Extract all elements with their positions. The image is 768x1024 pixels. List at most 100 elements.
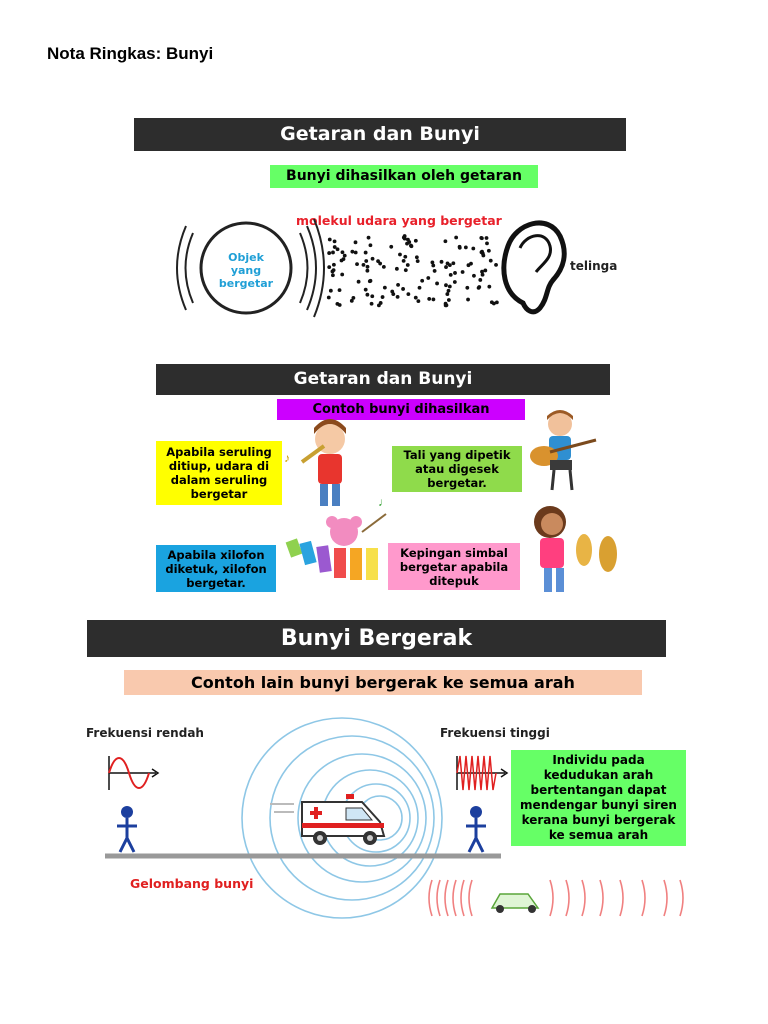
air-molecule-dot (479, 250, 484, 255)
air-molecule-dot (353, 250, 358, 255)
air-molecule-dot (370, 256, 375, 261)
air-molecule-dot (416, 299, 421, 304)
air-molecule-dot (337, 288, 342, 292)
air-molecule-dot (444, 265, 448, 269)
air-molecule-dot (355, 262, 359, 267)
air-molecule-dot (439, 259, 444, 264)
air-molecule-dot (454, 235, 459, 240)
xylophone-info-box: Apabila xilofon diketuk, xilofon bergeta… (156, 545, 276, 592)
air-molecule-dot (471, 246, 476, 251)
low-frequency-label: Frekuensi rendah (86, 726, 204, 740)
air-molecule-dot (488, 258, 493, 263)
panel-sound-examples: Getaran dan Bunyi Contoh bunyi dihasilka… (152, 364, 617, 596)
svg-text:♪: ♪ (284, 451, 290, 465)
air-molecule-dot (365, 268, 370, 273)
air-molecule-dot (406, 292, 411, 297)
air-molecule-dot (491, 301, 496, 306)
flute-player-illustration: ♪ ♩ (284, 419, 390, 509)
air-molecule-dot (332, 245, 337, 249)
air-molecule-dot (472, 273, 476, 278)
air-molecule-dot (331, 273, 335, 278)
air-molecule-dot (331, 262, 336, 267)
air-molecule-dot (398, 252, 402, 257)
air-molecule-dot (394, 266, 399, 271)
panel2-header: Getaran dan Bunyi (156, 364, 610, 395)
air-molecule-dot (481, 253, 486, 258)
listener-right-icon (466, 806, 486, 853)
air-molecule-dot (366, 235, 371, 240)
air-molecule-dot (453, 271, 457, 275)
air-molecule-dot (420, 278, 425, 283)
air-molecule-dot (391, 292, 396, 297)
sound-wave-rings-graphic (105, 717, 501, 919)
panel-moving-sound: Bunyi Bergerak Contoh lain bunyi bergera… (80, 618, 688, 919)
air-molecule-dot (380, 295, 385, 299)
air-molecule-dot (342, 253, 347, 258)
air-molecule-dot (413, 295, 418, 300)
air-molecule-dot (460, 270, 465, 274)
air-molecule-dot (337, 303, 342, 307)
air-molecule-dot (427, 297, 432, 301)
ambulance-icon (270, 794, 386, 845)
panel3-header: Bunyi Bergerak (87, 620, 666, 657)
air-molecule-dot (494, 300, 499, 305)
moving-car-waves-icon (428, 879, 684, 917)
vibration-arcs-icon (176, 218, 325, 318)
air-molecule-dot (431, 263, 436, 268)
svg-text:♩: ♩ (378, 495, 390, 509)
air-molecule-dot (432, 269, 437, 273)
air-molecule-dot (351, 295, 356, 300)
air-molecule-dot (328, 288, 333, 293)
flute-info-box: Apabila seruling ditiup, udara di dalam … (156, 441, 282, 505)
air-molecule-dot (369, 301, 374, 306)
air-molecule-dot (331, 250, 335, 255)
string-info-box: Tali yang dipetik atau digesek bergetar. (392, 446, 522, 492)
cymbal-player-illustration (534, 506, 617, 592)
high-frequency-label: Frekuensi tinggi (440, 726, 550, 740)
air-molecule-dot (435, 281, 439, 286)
air-molecule-dot (446, 298, 451, 302)
panel1-header: Getaran dan Bunyi (134, 118, 626, 151)
air-molecule-dot (415, 259, 420, 264)
air-molecule-dot (376, 259, 380, 264)
air-molecule-dot (448, 272, 453, 277)
panel3-subheader: Contoh lain bunyi bergerak ke semua arah (124, 670, 642, 695)
air-molecule-dot (339, 258, 344, 263)
air-molecule-dot (430, 260, 435, 265)
air-molecule-dot (494, 262, 498, 267)
ear-icon (501, 220, 567, 315)
air-molecule-dot (376, 303, 381, 308)
air-molecule-dot (483, 268, 488, 273)
air-molecule-dot (478, 278, 483, 282)
low-frequency-wave-icon (108, 756, 160, 790)
air-molecule-dot (396, 282, 400, 287)
air-molecule-dot (443, 239, 448, 244)
xylophone-illustration (285, 513, 387, 580)
cymbal-info-box: Kepingan simbal bergetar apabila ditepuk (388, 543, 520, 590)
air-molecule-dot (452, 280, 457, 284)
air-molecule-dot (340, 250, 345, 255)
air-molecule-dot (446, 288, 451, 293)
air-molecule-dot (417, 285, 422, 290)
air-molecule-dot (486, 248, 491, 253)
air-molecule-dot (364, 259, 369, 263)
air-molecule-dot (382, 285, 387, 290)
air-molecule-dot (350, 249, 355, 254)
air-molecule-dot (445, 261, 450, 266)
air-molecule-dot (353, 240, 358, 245)
air-molecule-dot (402, 234, 407, 238)
air-molecule-dot (484, 236, 489, 240)
air-molecule-dot (368, 243, 373, 248)
air-molecule-dot (368, 278, 373, 283)
listener-left-icon (117, 806, 137, 853)
panel1-subheader: Bunyi dihasilkan oleh getaran (270, 165, 538, 188)
air-molecule-dot (409, 243, 413, 248)
air-molecule-dot (485, 241, 489, 246)
air-molecule-dot (480, 272, 485, 277)
air-molecule-dot (327, 265, 332, 269)
air-molecule-dot (335, 247, 340, 252)
air-molecule-dot (361, 262, 366, 267)
air-molecule-dot (451, 261, 456, 266)
info-box: Individu pada kedudukan arah bertentanga… (511, 750, 686, 846)
air-molecule-dot (466, 297, 470, 302)
